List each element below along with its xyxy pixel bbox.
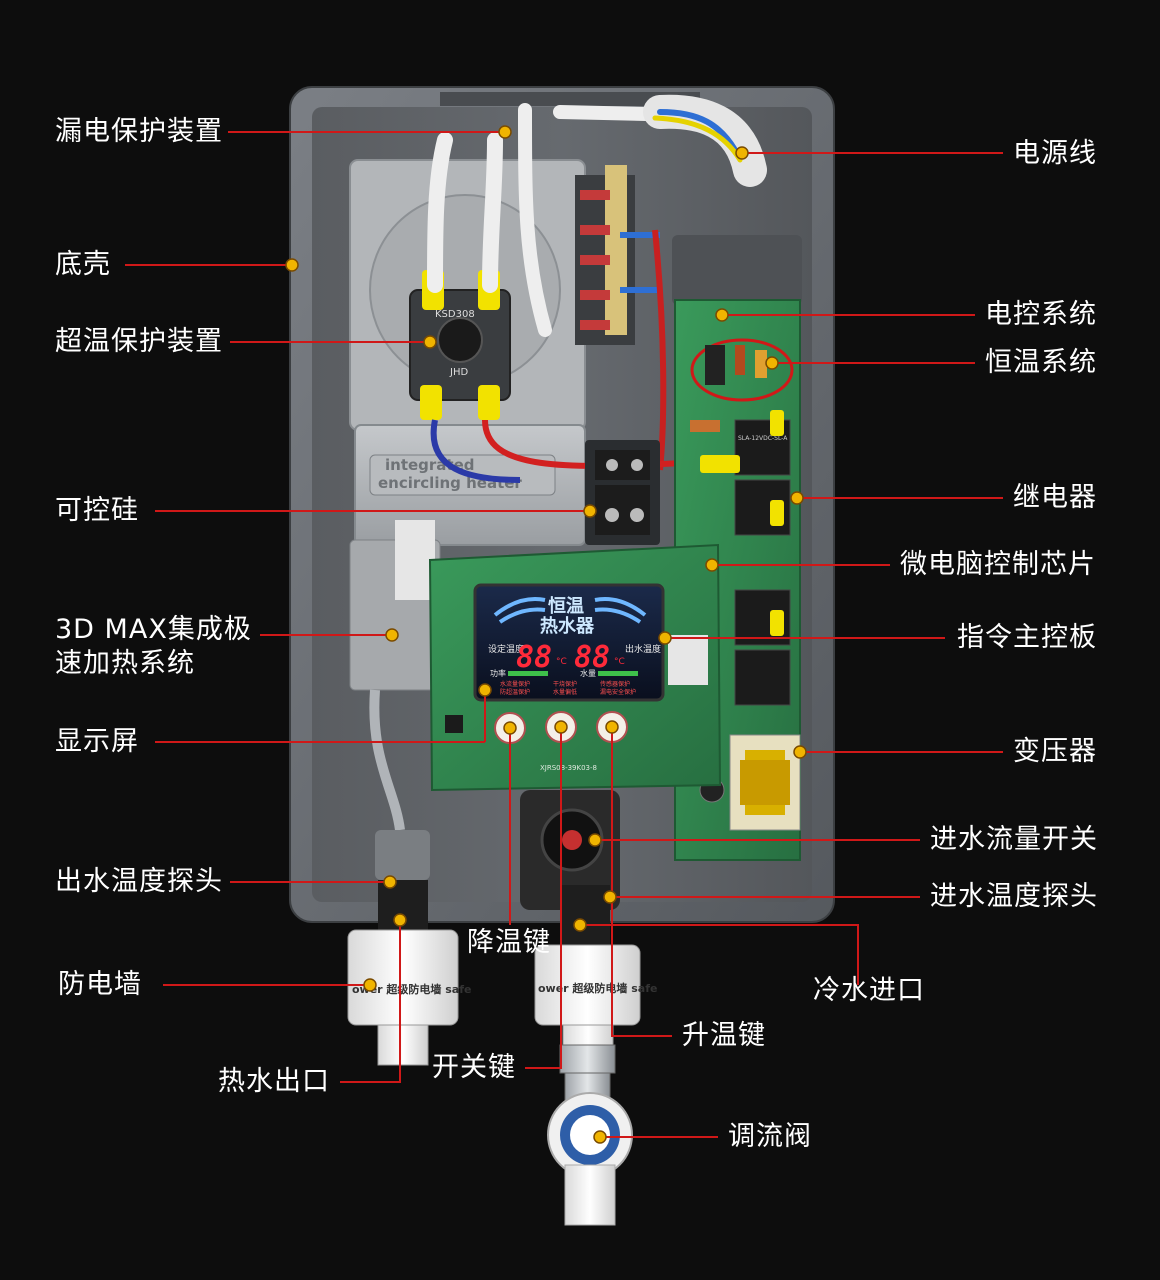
thyristor-module: [585, 440, 660, 545]
outlet-temp-label: 出水温度: [625, 643, 661, 655]
main-board: 恒温 热水器 设定温度 88 °C 88 °C 出水温度 功率 水量 水流量保护…: [428, 543, 722, 792]
warn-2: 干烧保护: [553, 680, 577, 688]
screen-title-line2: 热水器: [540, 615, 595, 637]
relay-text-1: SLA-12VDC-SL-A: [738, 435, 788, 442]
label-transformer: 变压器: [1013, 736, 1097, 767]
label-heater-line1: 3D MAX集成极: [55, 614, 252, 645]
label-cold-water-inlet: 冷水进口: [813, 975, 925, 1006]
label-power-key: 开关键: [432, 1052, 516, 1083]
label-temp-down-key: 降温键: [467, 927, 551, 958]
outlet-temp-value: 88: [574, 640, 610, 675]
water-label: 水量: [580, 668, 596, 678]
label-mcu-chip: 微电脑控制芯片: [900, 549, 1096, 580]
label-flow-valve: 调流阀: [728, 1121, 812, 1152]
set-temp-value: 88: [516, 640, 552, 675]
power-label: 功率: [490, 668, 506, 678]
label-outlet-temp-probe: 出水温度探头: [55, 866, 223, 897]
warn-5: 水量偏低: [553, 688, 577, 696]
warn-3: 传感器保护: [600, 680, 630, 688]
label-power-cord: 电源线: [1013, 138, 1097, 169]
label-leakage-protection: 漏电保护装置: [55, 116, 223, 147]
thermostat-model: KSD308: [435, 309, 475, 320]
label-thermostat-system: 恒温系统: [985, 347, 1097, 378]
set-temp-unit: °C: [556, 657, 567, 667]
label-electric-control: 电控系统: [985, 299, 1097, 330]
label-inlet-temp-probe: 进水温度探头: [930, 881, 1098, 912]
board-model: XJRS08-39K03-8: [540, 764, 597, 772]
warn-4: 防超温保护: [500, 688, 530, 696]
label-base-shell: 底壳: [55, 249, 111, 280]
screen-title-line1: 恒温: [548, 595, 584, 617]
label-anti-shock-wall: 防电墙: [58, 969, 142, 1000]
label-heater-system: 3D MAX集成极 速加热系统: [55, 613, 252, 681]
pipes: ower 超级防电墙 safe ower 超级防电墙 safe: [347, 689, 657, 1226]
label-temp-up-key: 升温键: [682, 1020, 766, 1051]
markers: [285, 125, 807, 1144]
thermostat-brand: JHD: [449, 367, 468, 378]
wall-text-left: ower 超级防电墙 safe: [352, 982, 471, 996]
label-thyristor: 可控硅: [55, 495, 139, 526]
label-heater-line2: 速加热系统: [55, 648, 195, 679]
flow-switch: [520, 790, 620, 910]
label-flow-switch: 进水流量开关: [930, 824, 1098, 855]
outlet-temp-unit: °C: [614, 657, 625, 667]
label-relay: 继电器: [1013, 482, 1097, 513]
warn-6: 漏电安全保护: [600, 688, 636, 696]
label-display: 显示屏: [55, 726, 139, 757]
warn-1: 水流量保护: [500, 680, 530, 688]
set-temp-label: 设定温度: [488, 643, 524, 655]
leader-lines: [125, 131, 1003, 1138]
label-hot-water-outlet: 热水出口: [218, 1066, 330, 1097]
label-overheat-protection: 超温保护装置: [55, 326, 223, 357]
wall-text-right: ower 超级防电墙 safe: [538, 981, 657, 995]
label-main-board: 指令主控板: [957, 622, 1097, 653]
